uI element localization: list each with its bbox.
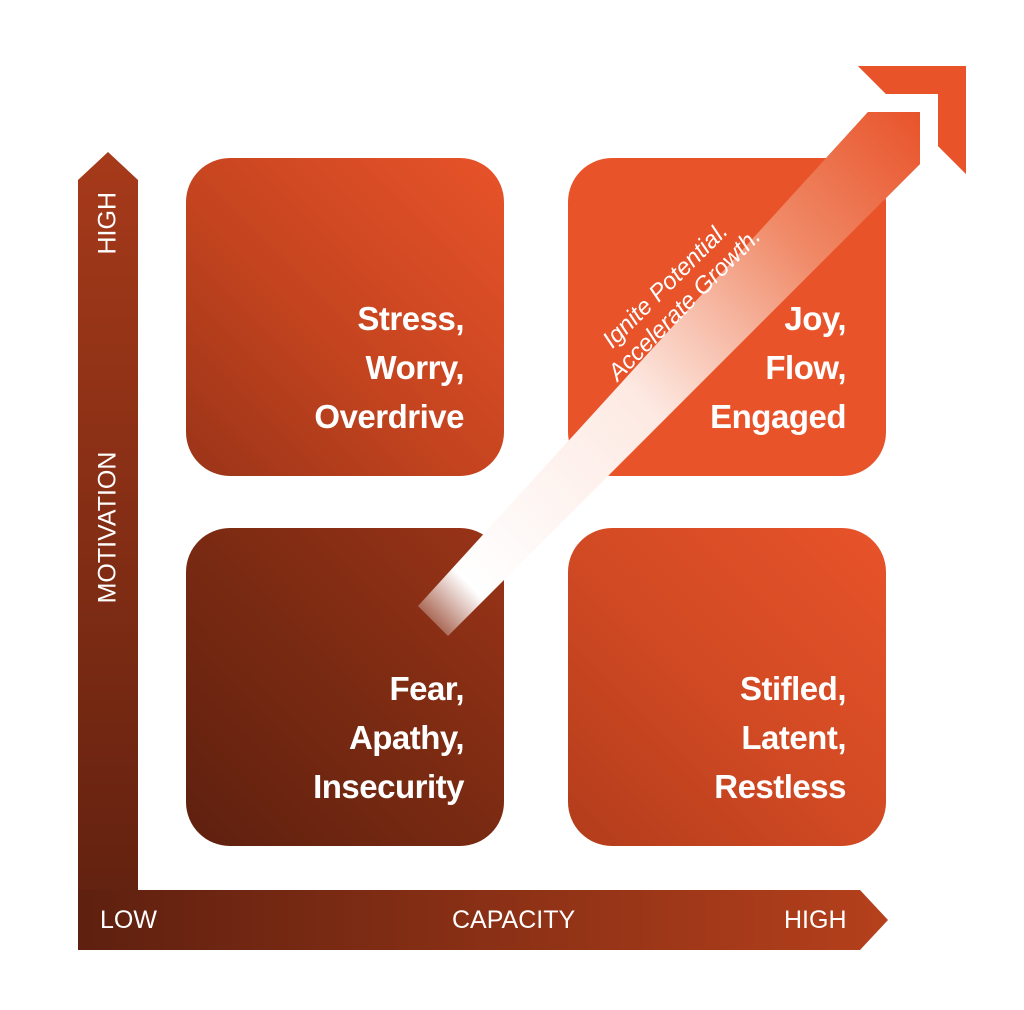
y-axis-title: MOTIVATION (93, 451, 122, 604)
label-line: Stress, (357, 300, 464, 337)
quadrant-label: Stifled, Latent, Restless (714, 664, 846, 811)
label-line: Worry, (365, 349, 465, 386)
x-axis-high-label: HIGH (784, 906, 847, 934)
x-axis-arrow (78, 890, 888, 950)
quadrant-high-motivation-low-capacity: Stress, Worry, Overdrive (186, 158, 504, 476)
label-line: Joy, (784, 300, 846, 337)
label-line: Overdrive (314, 398, 464, 435)
label-line: Engaged (710, 398, 846, 435)
quadrant-label: Joy, Flow, Engaged (710, 294, 846, 441)
x-axis-title: CAPACITY (452, 906, 576, 934)
label-line: Flow, (765, 349, 846, 386)
quadrant-low-motivation-high-capacity: Stifled, Latent, Restless (568, 528, 886, 846)
label-line: Apathy, (348, 719, 465, 756)
x-axis-low-label: LOW (100, 906, 157, 934)
label-line: Latent, (741, 719, 846, 756)
quadrant-label: Stress, Worry, Overdrive (314, 294, 464, 441)
label-line: Restless (714, 768, 846, 805)
quadrant-low-motivation-low-capacity: Fear, Apathy, Insecurity (186, 528, 504, 846)
label-line: Insecurity (313, 768, 464, 805)
label-line: Fear, (389, 670, 464, 707)
quadrant-label: Fear, Apathy, Insecurity (313, 664, 464, 811)
y-axis-high-label: HIGH (93, 192, 122, 255)
label-line: Stifled, (739, 670, 847, 707)
y-axis-arrow (78, 152, 138, 950)
